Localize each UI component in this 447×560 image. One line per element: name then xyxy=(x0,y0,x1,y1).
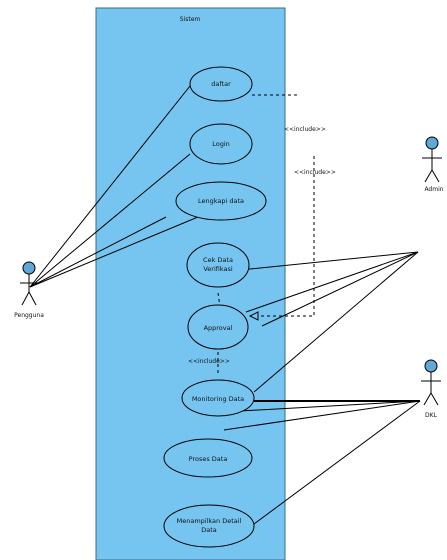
actor-pengguna-head xyxy=(22,261,36,275)
usecase-menampilkan-line2: Data xyxy=(201,526,217,534)
system-boundary xyxy=(95,7,286,560)
actor-dkl[interactable] xyxy=(421,359,441,406)
usecase-monitoring-data-shape[interactable] xyxy=(181,379,255,417)
usecase-cek-data-verifikasi-shape[interactable] xyxy=(186,242,250,288)
system-title: Sistem xyxy=(180,16,201,23)
assoc-pengguna-lengkapi-2 xyxy=(29,211,211,288)
assoc-dkl-proses xyxy=(223,400,421,431)
pengguna-associations xyxy=(29,85,211,288)
usecase-daftar-label: daftar xyxy=(211,80,231,88)
actor-dkl-label: DKL xyxy=(425,412,438,419)
actor-admin-head xyxy=(425,136,439,150)
usecase-lengkapi-data[interactable]: Lengkapi data xyxy=(175,181,267,221)
usecase-proses-data-label: Proses Data xyxy=(189,455,228,463)
usecase-cek-data-verifikasi[interactable]: Cek Data Verifikasi xyxy=(186,242,250,288)
actor-pengguna-leg-left xyxy=(21,291,30,306)
usecase-daftar[interactable]: daftar xyxy=(189,66,253,102)
usecase-lengkapi-data-shape[interactable] xyxy=(175,181,267,221)
actor-dkl-leg-right xyxy=(430,392,439,406)
actor-dkl-head xyxy=(424,359,438,373)
usecase-proses-data[interactable]: Proses Data xyxy=(163,438,253,478)
actor-dkl-leg-left xyxy=(423,392,432,406)
assoc-pengguna-login xyxy=(29,153,191,288)
admin-associations xyxy=(239,251,419,393)
assoc-admin-monitoring xyxy=(253,251,419,393)
assoc-dkl-monitoring-2 xyxy=(239,400,421,412)
usecase-menampilkan-detail-data-shape[interactable] xyxy=(163,504,255,548)
dkl-associations xyxy=(223,400,421,525)
stereotype-include-bottom: <<include>> xyxy=(188,358,230,365)
actor-admin[interactable] xyxy=(422,136,442,183)
assoc-pengguna-lengkapi xyxy=(29,216,167,288)
actor-pengguna-label: Pengguna xyxy=(14,312,44,319)
include-dependencies xyxy=(217,94,315,373)
usecase-daftar-shape[interactable] xyxy=(189,66,253,102)
usecase-login-label: Login xyxy=(212,140,230,148)
usecase-login[interactable]: Login xyxy=(189,123,253,165)
usecase-menampilkan-detail-data[interactable]: Menampilkan Detail Data xyxy=(163,504,255,548)
stereotype-include-mid: <<include>> xyxy=(294,169,336,176)
arrowhead-approval xyxy=(248,311,259,321)
dep-cek-approval xyxy=(217,292,221,308)
actor-admin-leg-right xyxy=(431,169,440,183)
usecase-monitoring-data[interactable]: Monitoring Data xyxy=(181,379,255,417)
stereotype-include-top: <<include>> xyxy=(284,126,326,133)
usecase-monitoring-data-label: Monitoring Data xyxy=(192,395,244,403)
usecase-approval-shape[interactable] xyxy=(187,304,249,350)
usecase-menampilkan-line1: Menampilkan Detail xyxy=(177,517,242,525)
assoc-pengguna-daftar xyxy=(29,85,191,288)
usecase-approval[interactable]: Approval xyxy=(187,304,249,350)
actor-pengguna-leg-right xyxy=(28,291,37,306)
assoc-admin-cek xyxy=(239,251,419,271)
usecase-proses-data-shape[interactable] xyxy=(163,438,253,478)
assoc-admin-approval-1 xyxy=(245,251,419,313)
usecase-lengkapi-data-label: Lengkapi data xyxy=(198,197,244,205)
usecase-approval-label: Approval xyxy=(204,324,233,332)
assoc-dkl-menampilkan xyxy=(253,400,421,525)
usecase-cek-label-line1: Cek Data xyxy=(203,256,233,264)
actor-admin-leg-left xyxy=(424,169,433,183)
actor-pengguna[interactable] xyxy=(20,261,38,306)
usecase-login-shape[interactable] xyxy=(189,123,253,165)
assoc-admin-approval-2 xyxy=(261,251,419,327)
usecase-cek-label-line2: Verifikasi xyxy=(203,265,233,273)
actor-admin-label: Admin xyxy=(424,186,443,193)
